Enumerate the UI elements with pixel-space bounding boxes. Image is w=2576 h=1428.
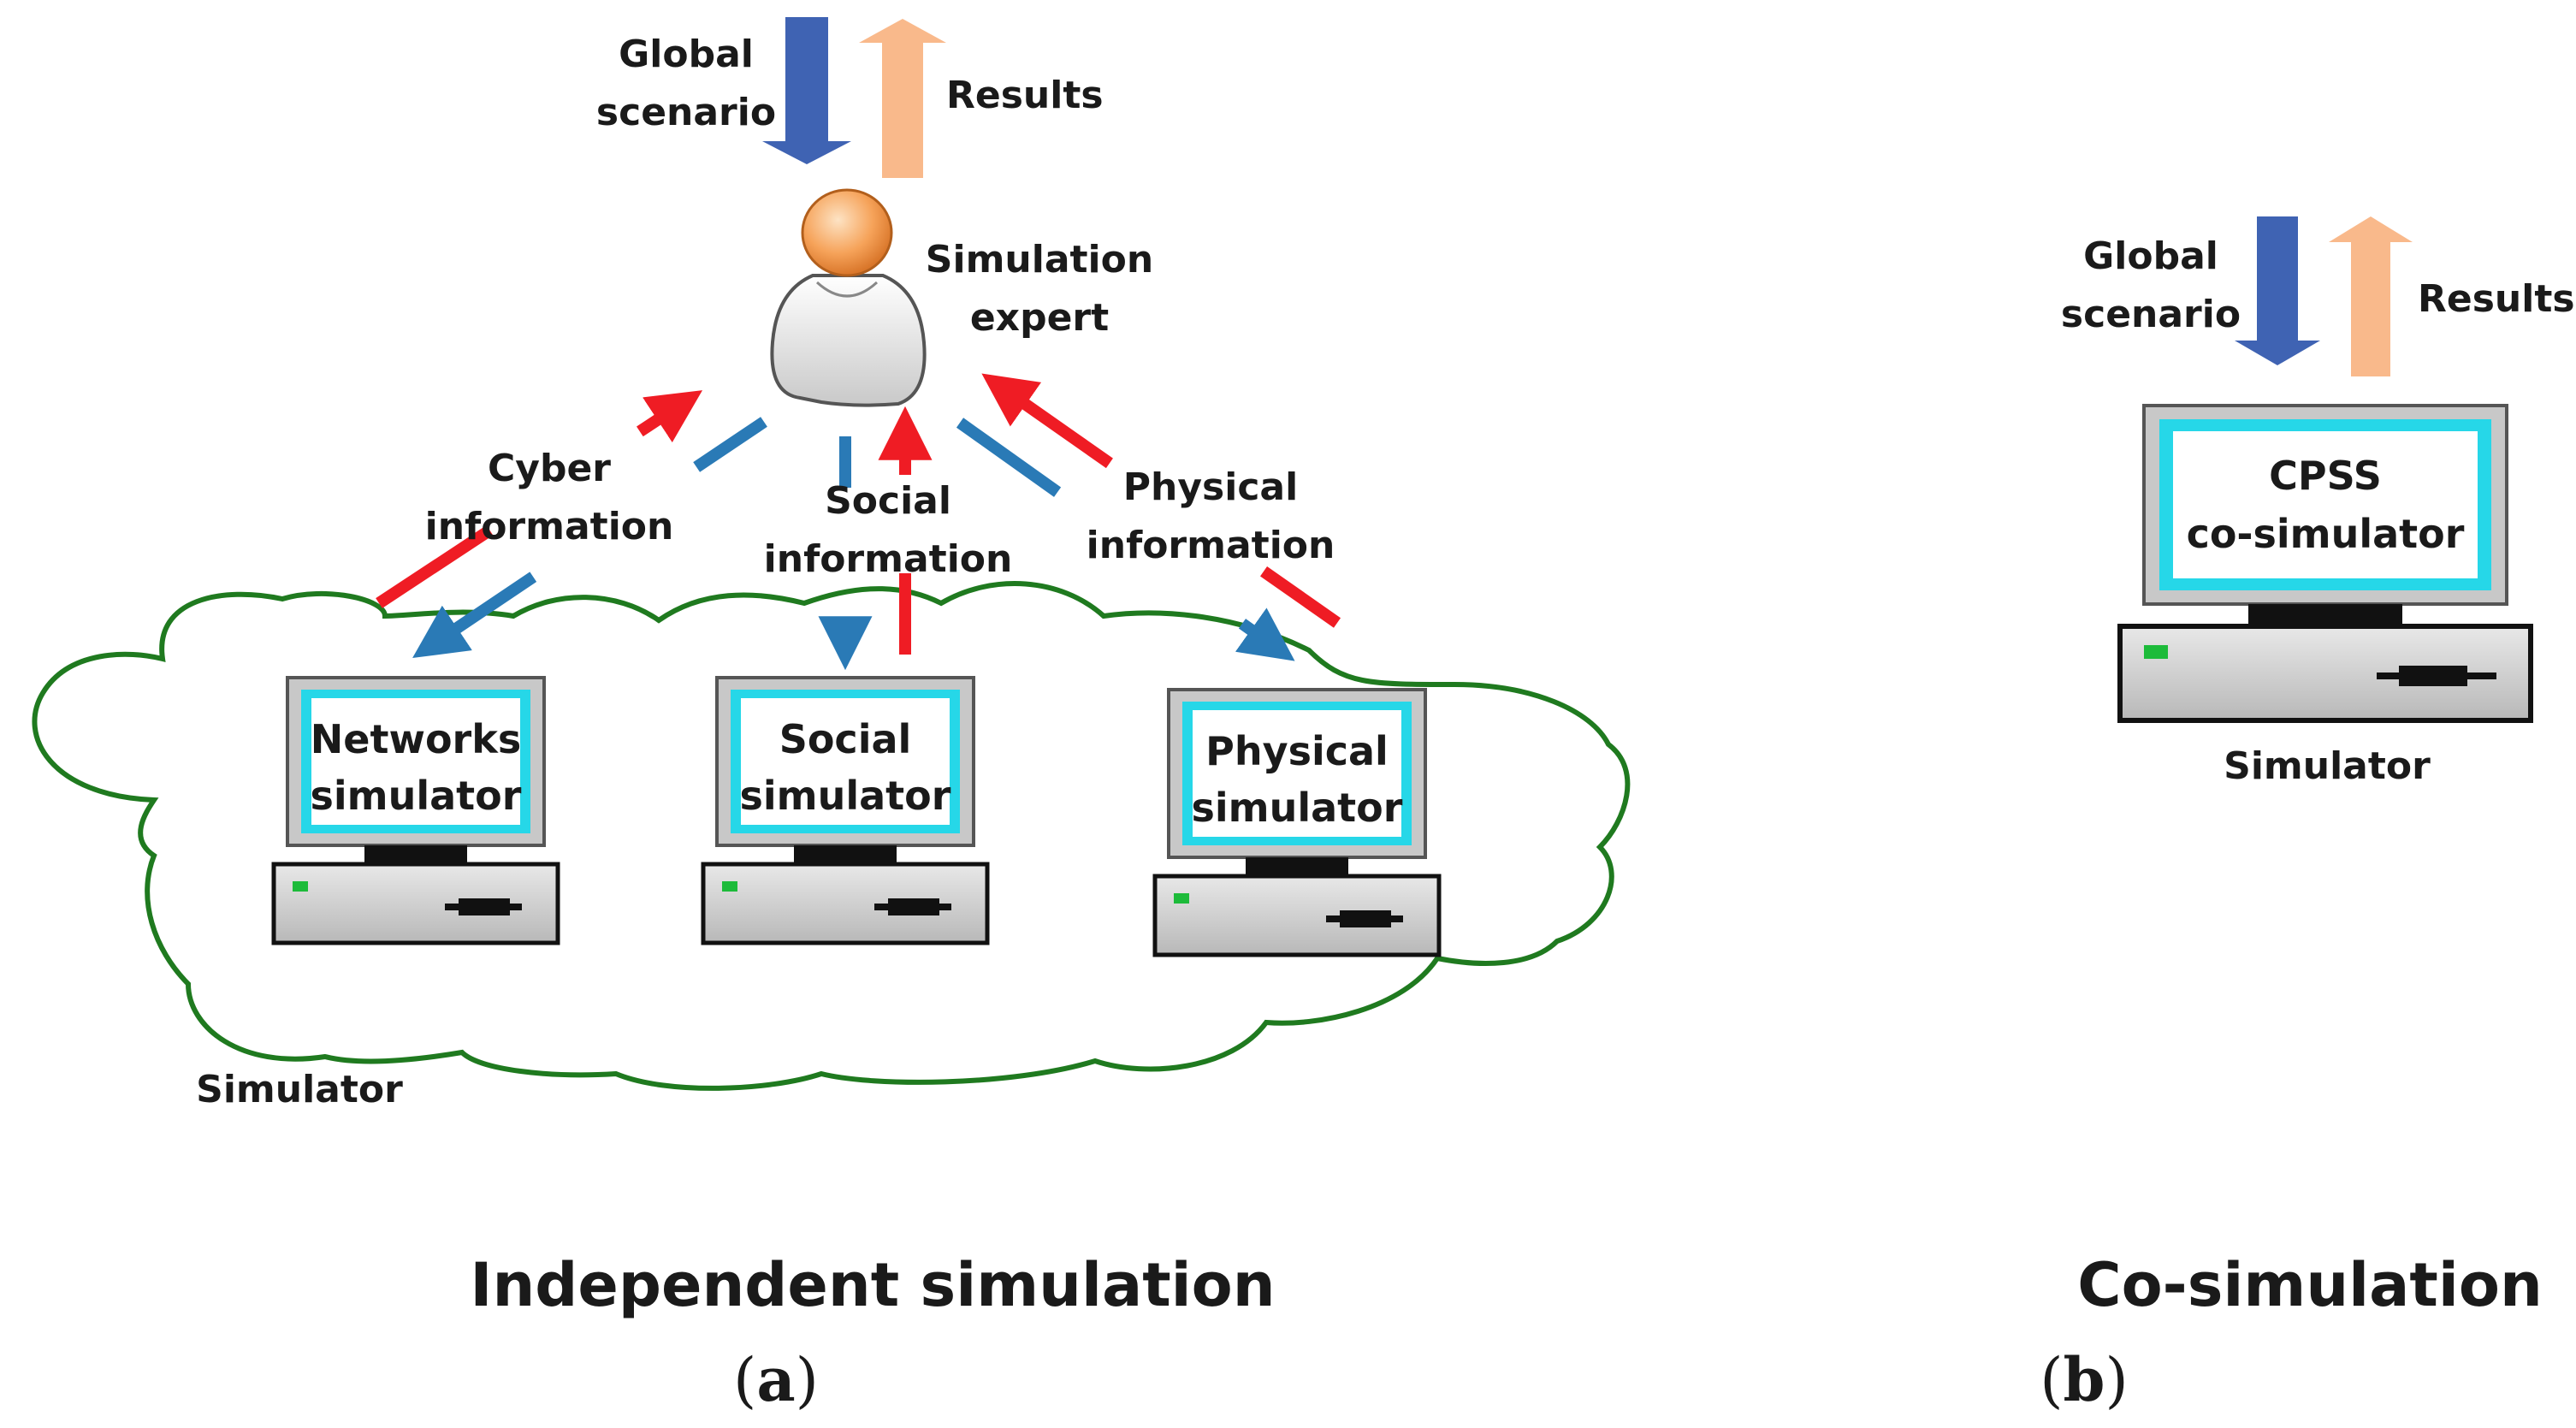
power-led-icon bbox=[293, 881, 308, 892]
physical-simulator-label-line1: Physical bbox=[1205, 728, 1389, 774]
cpss-label-line1: CPSS bbox=[2269, 453, 2382, 499]
social-simulator-label-line1: Social bbox=[779, 716, 912, 762]
social-info-label-line1: Social bbox=[825, 479, 951, 523]
power-led-icon bbox=[1174, 893, 1189, 904]
pc-case bbox=[701, 862, 990, 945]
results-up-arrow bbox=[859, 19, 946, 178]
global-scenario-down-arrow-b bbox=[2235, 216, 2320, 365]
monitor-screen bbox=[2173, 431, 2478, 578]
social-simulator-pc: Social simulator bbox=[701, 676, 990, 945]
networks-simulator-label-line1: Networks bbox=[311, 716, 521, 762]
social-simulator-label-line2: simulator bbox=[740, 773, 951, 819]
physical-simulator-label-line2: simulator bbox=[1192, 785, 1403, 831]
cpss-label-line2: co-simulator bbox=[2187, 511, 2465, 557]
simulator-cloud bbox=[32, 581, 1631, 1091]
monitor-stand bbox=[794, 845, 897, 862]
monitor-stand bbox=[2248, 604, 2402, 625]
global-scenario-b-label-line1: Global bbox=[2083, 234, 2218, 278]
cyber-response-arrow bbox=[376, 390, 703, 608]
panel-a-tag: (a) bbox=[733, 1344, 819, 1415]
expert-label-line1: Simulation bbox=[926, 238, 1153, 281]
networks-simulator-label-line2: simulator bbox=[311, 773, 522, 819]
physical-request-arrow bbox=[956, 418, 1295, 661]
monitor-screen bbox=[741, 698, 950, 825]
results-up-arrow-b bbox=[2329, 216, 2413, 376]
expert-label-line2: expert bbox=[970, 296, 1109, 340]
global-scenario-label-line2: scenario bbox=[596, 91, 776, 134]
cloud-simulator-label: Simulator bbox=[196, 1068, 403, 1111]
physical-response-arrow bbox=[981, 373, 1341, 628]
cyber-request-arrow bbox=[412, 417, 767, 659]
power-led-icon bbox=[2144, 645, 2168, 659]
person-icon bbox=[770, 188, 927, 407]
global-scenario-b-label-line2: scenario bbox=[2061, 293, 2241, 336]
power-led-icon bbox=[722, 881, 737, 892]
monitor-stand bbox=[1246, 857, 1348, 874]
monitor-screen bbox=[1193, 710, 1401, 837]
cyber-info-label-line1: Cyber bbox=[488, 447, 611, 490]
panel-a: Global scenario Results Simulation exper… bbox=[32, 17, 1631, 1415]
physical-simulator-pc: Physical simulator bbox=[1152, 688, 1442, 957]
global-scenario-down-arrow bbox=[762, 17, 851, 164]
results-b-label: Results bbox=[2418, 277, 2575, 321]
cyber-info-label-line2: information bbox=[425, 505, 674, 548]
social-info-label-line2: information bbox=[764, 537, 1013, 581]
panel-b: Global scenario Results CPSS co-simulato… bbox=[2040, 216, 2575, 1415]
networks-simulator-pc: Networks simulator bbox=[271, 676, 560, 945]
co-simulator-simulator-label: Simulator bbox=[2224, 744, 2431, 788]
cpss-co-simulator-pc: CPSS co-simulator bbox=[2117, 404, 2533, 723]
physical-info-label-line2: information bbox=[1087, 524, 1335, 567]
results-label: Results bbox=[946, 74, 1104, 117]
panel-b-tag: (b) bbox=[2040, 1344, 2129, 1415]
panel-a-caption: Independent simulation bbox=[470, 1250, 1275, 1320]
monitor-stand bbox=[364, 845, 467, 862]
global-scenario-label-line1: Global bbox=[619, 33, 754, 76]
physical-info-label-line1: Physical bbox=[1123, 465, 1298, 509]
monitor-screen bbox=[311, 698, 520, 825]
panel-b-caption: Co-simulation bbox=[2077, 1250, 2543, 1320]
